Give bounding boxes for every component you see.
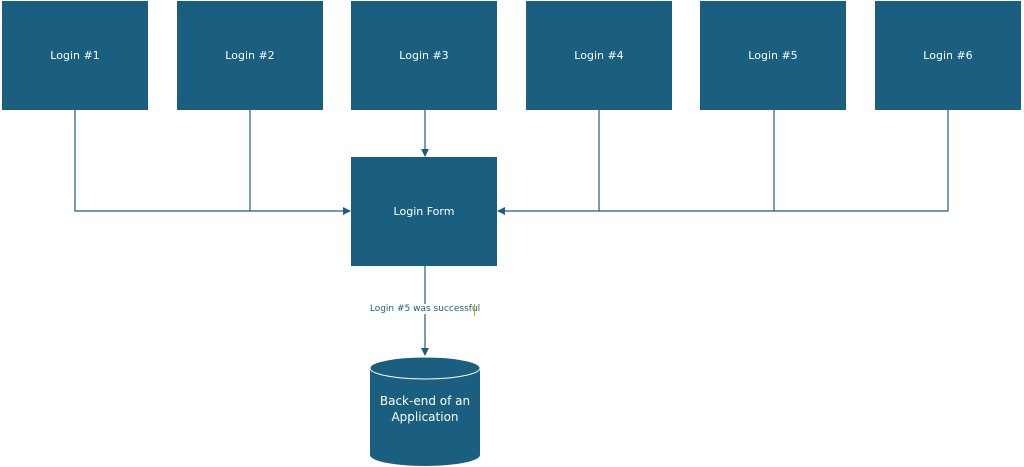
login-node-4-label: Login #4 xyxy=(574,49,624,62)
connector-login1-form xyxy=(74,110,351,215)
login-node-4[interactable]: Login #4 xyxy=(526,1,672,110)
login-node-5[interactable]: Login #5 xyxy=(700,1,846,110)
login-node-2-label: Login #2 xyxy=(225,49,275,62)
login-node-6-label: Login #6 xyxy=(923,49,973,62)
login-node-6[interactable]: Login #6 xyxy=(875,1,1021,110)
connector-login6-form xyxy=(497,110,949,215)
login-node-1[interactable]: Login #1 xyxy=(2,1,148,110)
edge-label-success[interactable]: Login #5 was successful xyxy=(360,304,490,314)
login-node-1-label: Login #1 xyxy=(50,49,100,62)
login-node-2[interactable]: Login #2 xyxy=(177,1,323,110)
login-node-3[interactable]: Login #3 xyxy=(351,1,497,110)
text-cursor xyxy=(474,304,475,316)
login-node-3-label: Login #3 xyxy=(399,49,449,62)
login-form-label: Login Form xyxy=(393,205,455,218)
login-node-5-label: Login #5 xyxy=(748,49,798,62)
database-cylinder[interactable] xyxy=(369,356,481,466)
login-form-node[interactable]: Login Form xyxy=(351,157,497,266)
